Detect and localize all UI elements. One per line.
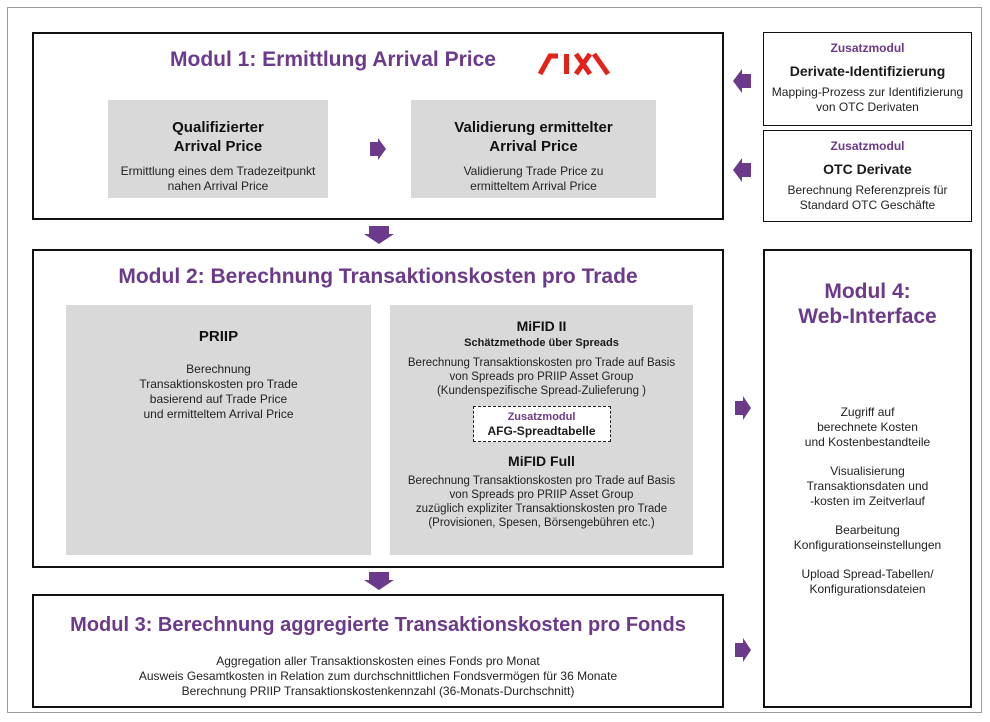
modul4-title: Modul 4: Web-Interface (798, 280, 937, 328)
arrow-left-icon (733, 69, 751, 98)
diagram-frame (7, 7, 982, 713)
mifid-box: MiFID II Schätzmethode über Spreads Bere… (390, 305, 693, 555)
arrow-right-icon (370, 138, 386, 165)
arrow-down-icon (364, 226, 394, 249)
afg-spreadtabelle-box: Zusatzmodul AFG-Spreadtabelle (472, 406, 611, 442)
modul2-box: Modul 2: Berechnung Transaktionskosten p… (32, 249, 724, 568)
modul1-box: Modul 1: Ermittlung Arrival Price Qualif… (32, 32, 724, 220)
modul4-item: Upload Spread-Tabellen/Konfigurationsdat… (801, 567, 934, 596)
zusatzmodul-derivate-box: Zusatzmodul Derivate-Identifizierung Map… (763, 32, 972, 126)
arrow-right-icon (735, 638, 751, 667)
arrow-down-icon (364, 572, 394, 595)
arrow-left-icon (733, 158, 751, 187)
six-logo (537, 50, 618, 76)
priip-box: PRIIP Berechnung Transaktionskosten pro … (66, 305, 371, 555)
arrow-right-icon (735, 396, 751, 425)
modul3-title: Modul 3: Berechnung aggregierte Transakt… (70, 614, 686, 636)
zusatzmodul-otc-box: Zusatzmodul OTC Derivate Berechnung Refe… (763, 130, 972, 222)
modul1-title: Modul 1: Ermittlung Arrival Price (170, 48, 496, 71)
modul2-title: Modul 2: Berechnung Transaktionskosten p… (118, 265, 638, 288)
modul3-box: Modul 3: Berechnung aggregierte Transakt… (32, 594, 724, 708)
